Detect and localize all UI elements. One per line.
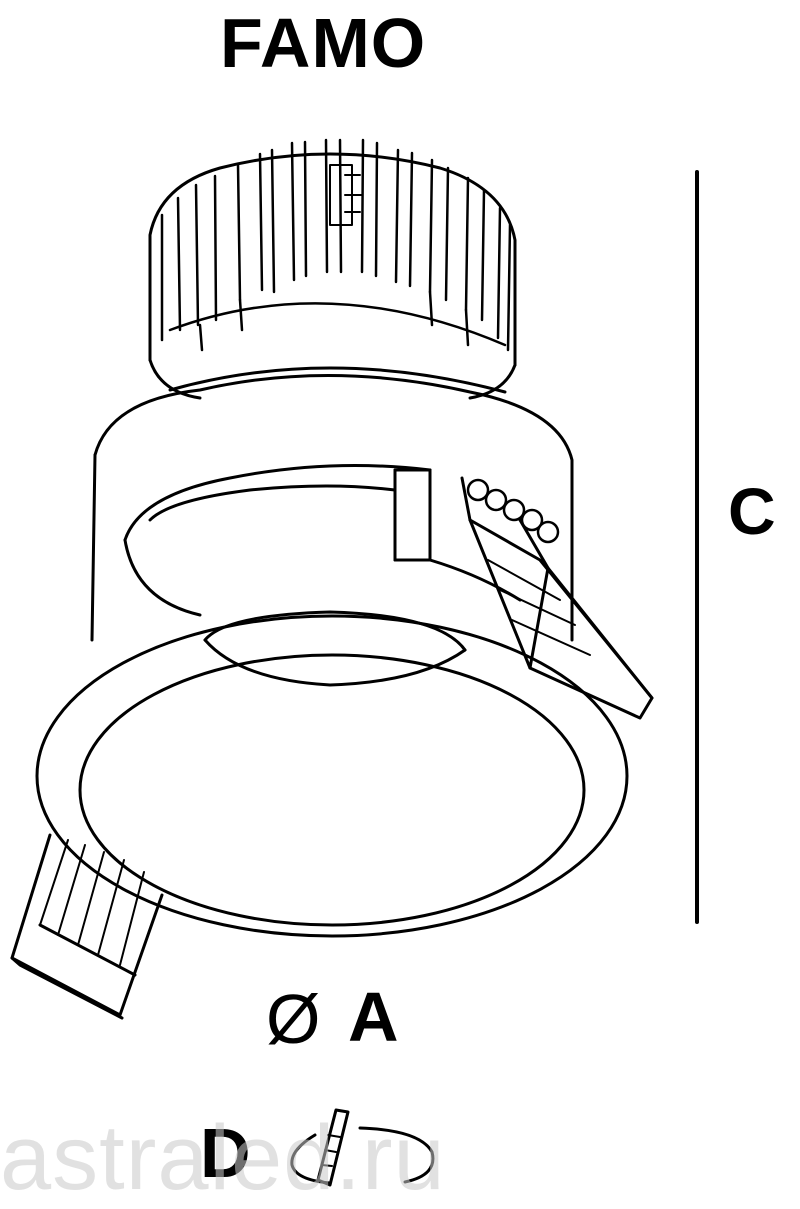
cutout-dimension-label: D (200, 1114, 251, 1192)
cutout-symbol (290, 1108, 435, 1187)
front-bezel (35, 610, 629, 938)
heatsink (148, 138, 517, 400)
watermark: astraled.ru (0, 1107, 446, 1209)
height-dimension-label: C (728, 474, 776, 548)
diameter-dimension-label: A (348, 978, 399, 1056)
spring-clip-right (460, 476, 654, 720)
diameter-symbol: Ø (266, 980, 321, 1058)
housing-ring (90, 366, 574, 642)
product-title: FAMO (220, 4, 427, 82)
spring-clip-left (10, 833, 164, 1020)
